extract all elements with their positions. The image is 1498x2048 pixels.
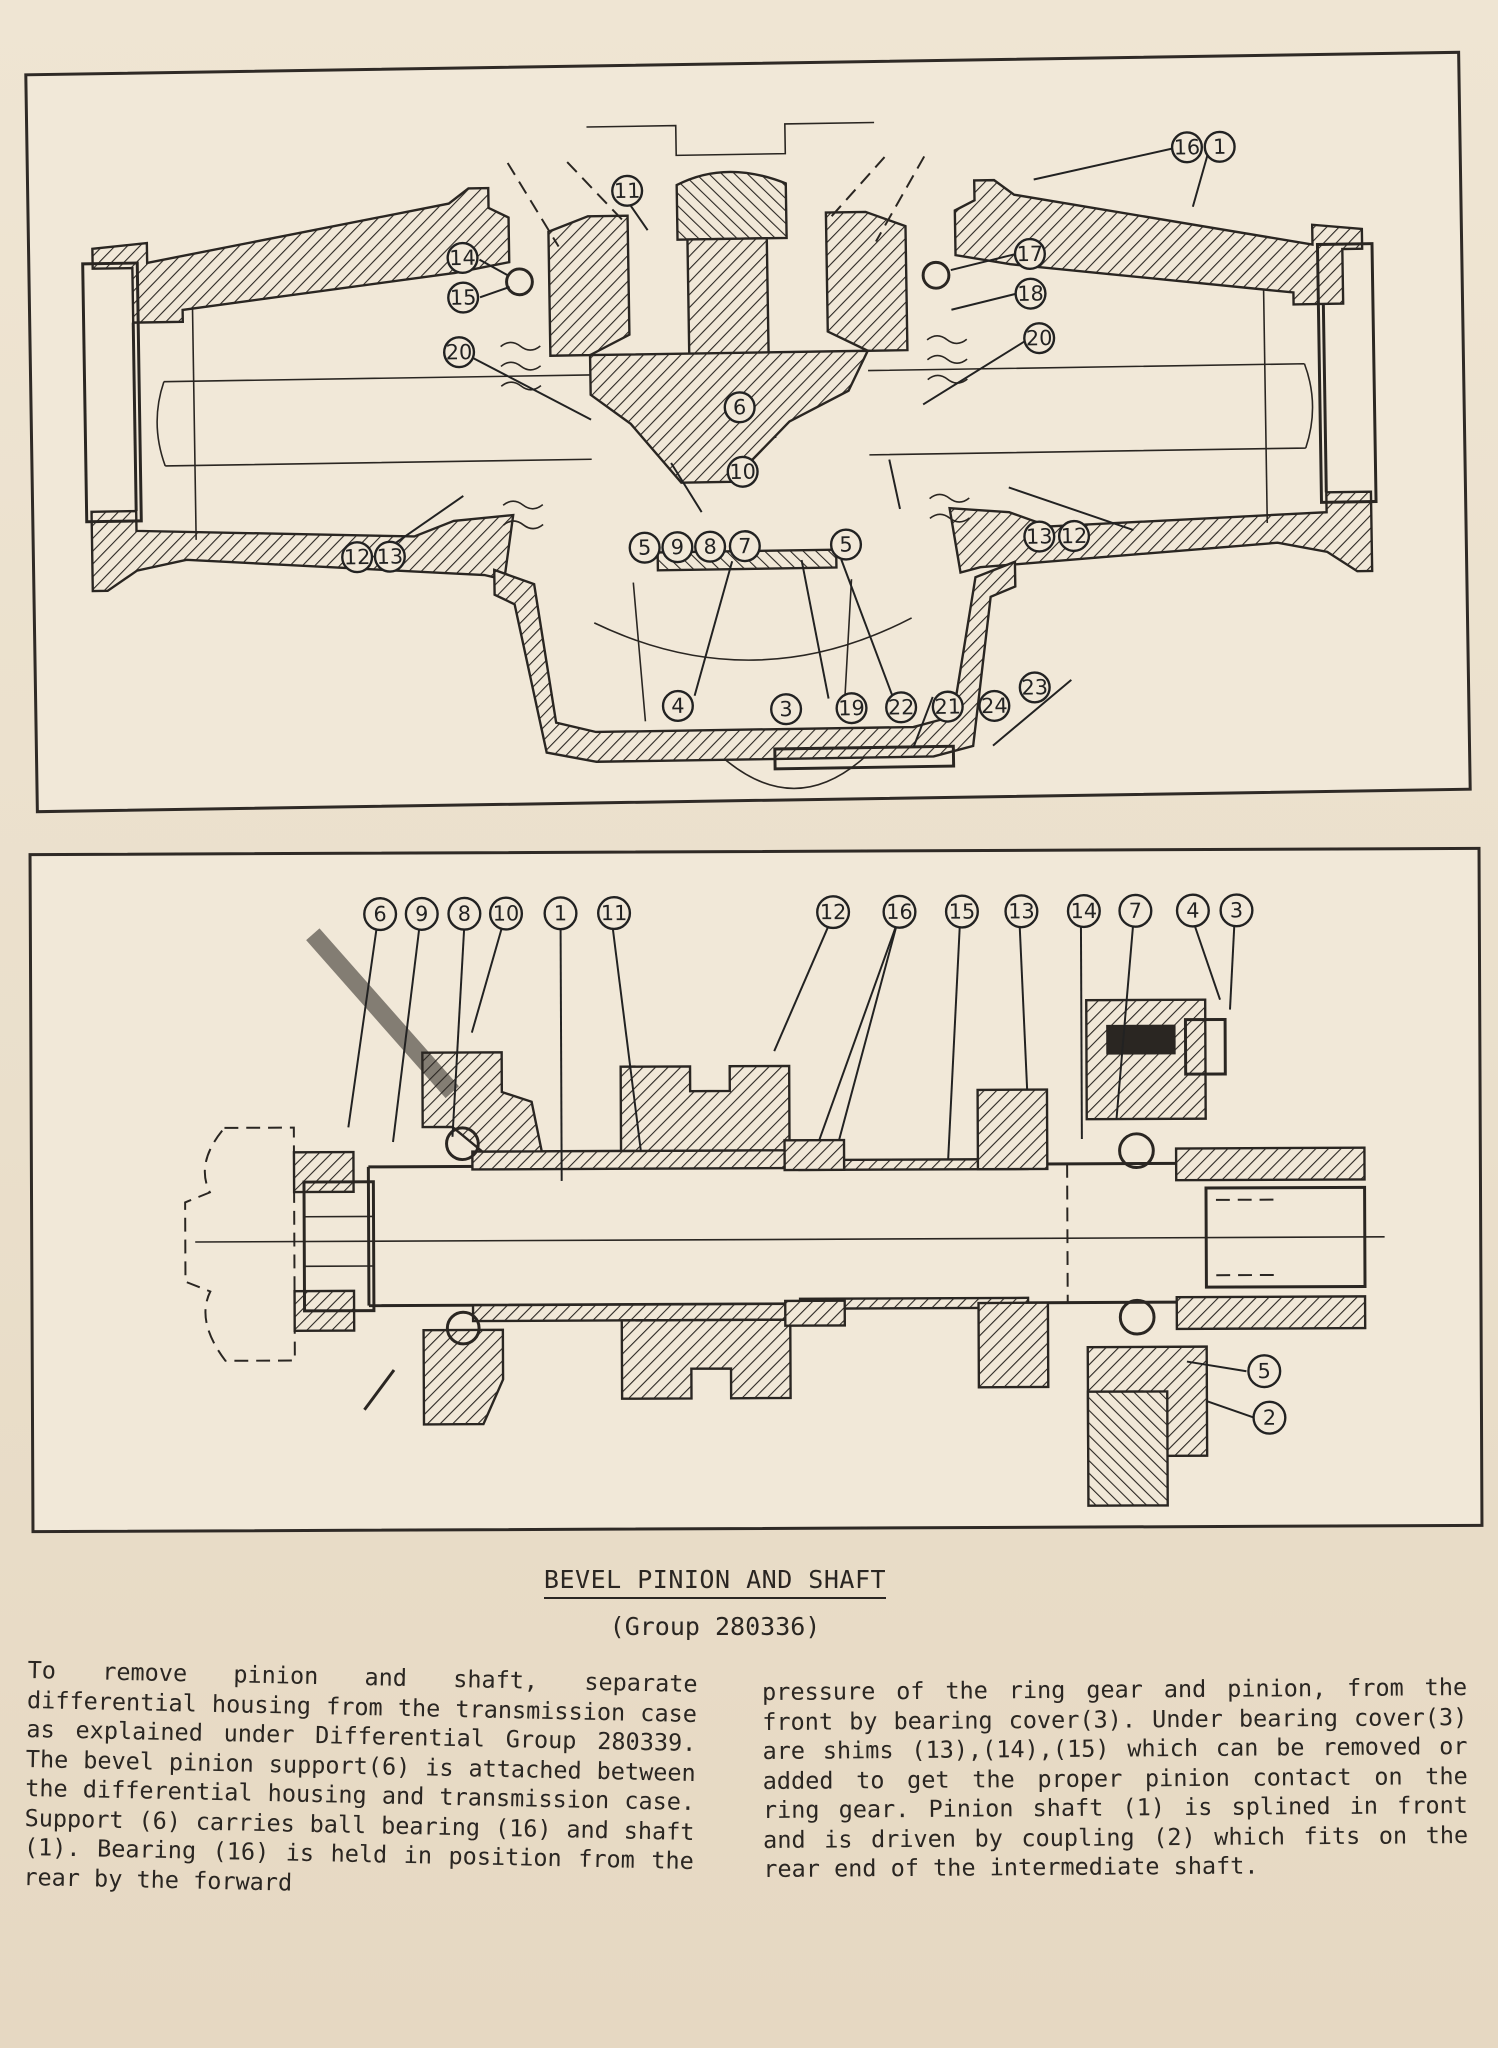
callout-4: 4	[661, 689, 694, 722]
callout-24: 24	[978, 689, 1011, 722]
callout-18: 18	[1014, 277, 1047, 310]
svg-text:8: 8	[458, 902, 471, 926]
callout-5-right: 5	[829, 528, 863, 561]
callout-15: 15	[447, 281, 480, 314]
callout-14: 14	[446, 241, 479, 274]
svg-text:18: 18	[1017, 281, 1044, 305]
svg-text:19: 19	[838, 696, 865, 720]
bottom-callouts: 6 9 8 10 1 11 12 16 15 13 14 7 4 3 5 2	[363, 893, 1287, 1435]
svg-text:20: 20	[446, 340, 473, 364]
svg-text:5: 5	[839, 532, 853, 556]
callout-3: 3	[1219, 893, 1254, 928]
callout-5-left: 5	[628, 531, 661, 564]
svg-text:7: 7	[738, 534, 752, 558]
svg-text:1: 1	[554, 901, 567, 925]
callout-10: 10	[726, 455, 759, 488]
callout-10: 10	[488, 896, 524, 931]
svg-text:13: 13	[376, 544, 403, 568]
svg-text:7: 7	[1129, 899, 1142, 923]
svg-text:13: 13	[1008, 899, 1035, 923]
callout-8: 8	[447, 896, 482, 931]
svg-text:21: 21	[934, 694, 961, 718]
differential-cross-section-figure: 16 1 11 14 15 17 18 20 20 6 10 5 9 8 7 5…	[24, 50, 1472, 814]
svg-text:16: 16	[886, 900, 913, 924]
svg-text:23: 23	[1021, 675, 1048, 699]
svg-text:4: 4	[671, 694, 685, 718]
svg-text:14: 14	[449, 246, 476, 270]
callout-16: 16	[1170, 131, 1204, 164]
svg-text:3: 3	[1230, 898, 1243, 922]
svg-text:5: 5	[638, 536, 652, 560]
svg-text:9: 9	[671, 535, 685, 559]
svg-text:15: 15	[450, 285, 477, 309]
callout-12: 12	[816, 895, 851, 930]
callout-11: 11	[611, 174, 644, 207]
callout-1: 1	[543, 896, 578, 931]
body-text-left-column: To remove pinion and shaft, separate dif…	[23, 1656, 698, 1897]
callout-20-right: 20	[1023, 322, 1056, 355]
callout-13-right: 13	[1023, 520, 1056, 553]
body-text-right-column: pressure of the ring gear and pinion, fr…	[762, 1673, 1469, 1883]
svg-text:10: 10	[729, 460, 756, 484]
callout-12-left: 12	[341, 541, 374, 574]
svg-text:20: 20	[1026, 326, 1053, 350]
callout-14: 14	[1066, 893, 1101, 929]
svg-text:17: 17	[1016, 242, 1043, 266]
callout-3: 3	[770, 693, 803, 726]
svg-text:12: 12	[344, 545, 371, 569]
callout-13-left: 13	[373, 540, 406, 573]
callout-1: 1	[1203, 130, 1236, 163]
svg-text:5: 5	[1258, 1359, 1271, 1383]
bottom-leader-lines	[347, 920, 1255, 1419]
callout-22: 22	[885, 691, 918, 724]
svg-text:24: 24	[981, 694, 1008, 718]
svg-text:6: 6	[733, 395, 747, 419]
callout-6: 6	[363, 897, 398, 932]
section-title: BEVEL PINION AND SHAFT	[0, 1565, 1430, 1599]
svg-text:2: 2	[1263, 1406, 1276, 1430]
callout-8: 8	[694, 530, 727, 563]
top-callouts: 16 1 11 14 15 17 18 20 20 6 10 5 9 8 7 5…	[341, 130, 1236, 726]
svg-text:4: 4	[1186, 899, 1199, 923]
svg-text:13: 13	[1026, 524, 1053, 548]
callout-17: 17	[1013, 237, 1046, 271]
differential-drawing: 16 1 11 14 15 17 18 20 20 6 10 5 9 8 7 5…	[81, 121, 1378, 790]
svg-text:11: 11	[601, 901, 628, 925]
callout-23: 23	[1018, 671, 1051, 704]
callout-7: 7	[728, 530, 761, 563]
callout-16: 16	[882, 894, 917, 929]
callout-13: 13	[1004, 894, 1039, 929]
svg-text:15: 15	[949, 900, 976, 924]
svg-text:16: 16	[1174, 135, 1201, 159]
callout-21: 21	[931, 690, 964, 723]
svg-text:8: 8	[703, 535, 717, 559]
callout-11: 11	[596, 896, 632, 931]
svg-text:1: 1	[1213, 135, 1227, 159]
svg-text:12: 12	[820, 900, 847, 924]
callout-2: 2	[1252, 1400, 1287, 1435]
callout-15: 15	[944, 894, 979, 929]
svg-text:11: 11	[614, 179, 641, 203]
group-number: (Group 280336)	[609, 1612, 821, 1641]
pinion-shaft-drawing: 6 9 8 10 1 11 12 16 15 13 14 7 4 3 5 2	[184, 893, 1385, 1507]
callout-5: 5	[1247, 1354, 1282, 1389]
svg-text:14: 14	[1071, 899, 1098, 923]
callout-20-left: 20	[442, 336, 476, 369]
callout-9: 9	[661, 531, 694, 564]
svg-text:10: 10	[493, 902, 520, 926]
svg-text:3: 3	[779, 697, 793, 721]
callout-4: 4	[1175, 893, 1210, 928]
callout-7: 7	[1118, 893, 1153, 928]
callout-12-right: 12	[1057, 519, 1091, 553]
bevel-pinion-shaft-figure: 6 9 8 10 1 11 12 16 15 13 14 7 4 3 5 2	[28, 846, 1484, 1534]
section-title-text: BEVEL PINION AND SHAFT	[543, 1565, 887, 1599]
svg-text:6: 6	[373, 902, 386, 926]
callout-19: 19	[835, 692, 868, 725]
svg-text:22: 22	[888, 695, 915, 719]
svg-text:9: 9	[415, 902, 428, 926]
svg-text:12: 12	[1061, 524, 1088, 548]
callout-6: 6	[723, 391, 756, 424]
callout-9: 9	[404, 896, 439, 931]
